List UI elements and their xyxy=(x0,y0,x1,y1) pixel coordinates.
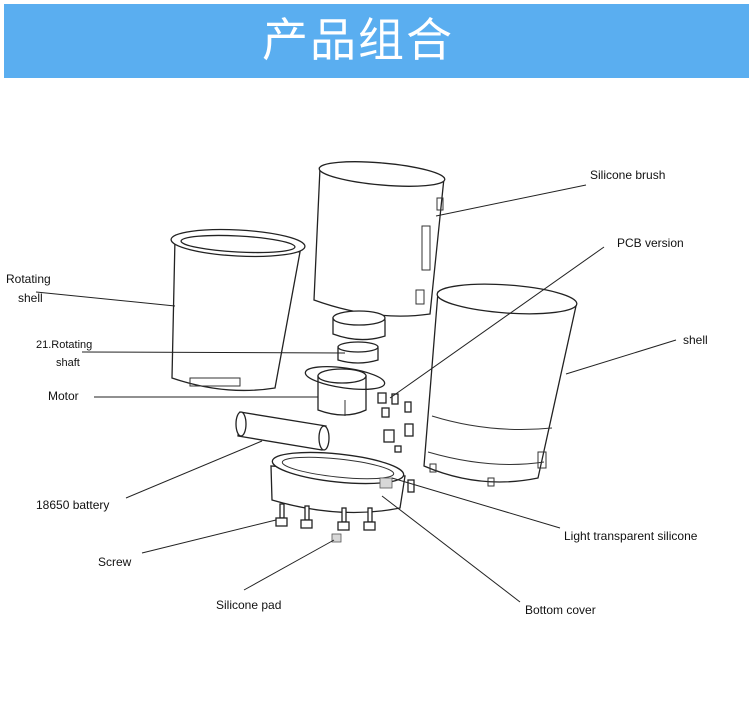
label-battery: 18650 battery xyxy=(36,498,110,512)
label-rotating-shaft-1: 21.Rotating xyxy=(36,339,93,351)
silicone-brush-part xyxy=(313,161,446,317)
leader-lines xyxy=(35,184,677,603)
label-shell: shell xyxy=(683,333,708,347)
motor-part xyxy=(304,365,386,416)
bottom-cover-part xyxy=(270,451,406,514)
shell-part xyxy=(423,283,578,487)
label-screw: Screw xyxy=(98,555,132,569)
label-silicone-pad: Silicone pad xyxy=(216,598,282,612)
label-bottom-cover: Bottom cover xyxy=(525,603,596,617)
header-banner: 产品组合 xyxy=(4,4,749,78)
pcb-part xyxy=(377,392,415,493)
rotating-shaft-part xyxy=(332,310,386,364)
label-rotating-shaft-2: shaft xyxy=(56,357,80,369)
label-rotating-shell-1: Rotating xyxy=(6,272,51,286)
silicone-pad-part xyxy=(331,533,342,543)
rotating-shell-part xyxy=(170,228,306,392)
label-pcb-version: PCB version xyxy=(617,236,684,250)
label-motor: Motor xyxy=(48,389,79,403)
page-title: 产品组合 xyxy=(262,13,454,67)
label-rotating-shell-2: shell xyxy=(18,291,43,305)
screws-part xyxy=(275,503,376,531)
label-silicone-brush: Silicone brush xyxy=(590,168,666,182)
label-light-transparent-silicone: Light transparent silicone xyxy=(564,529,698,543)
battery-part xyxy=(235,411,330,451)
